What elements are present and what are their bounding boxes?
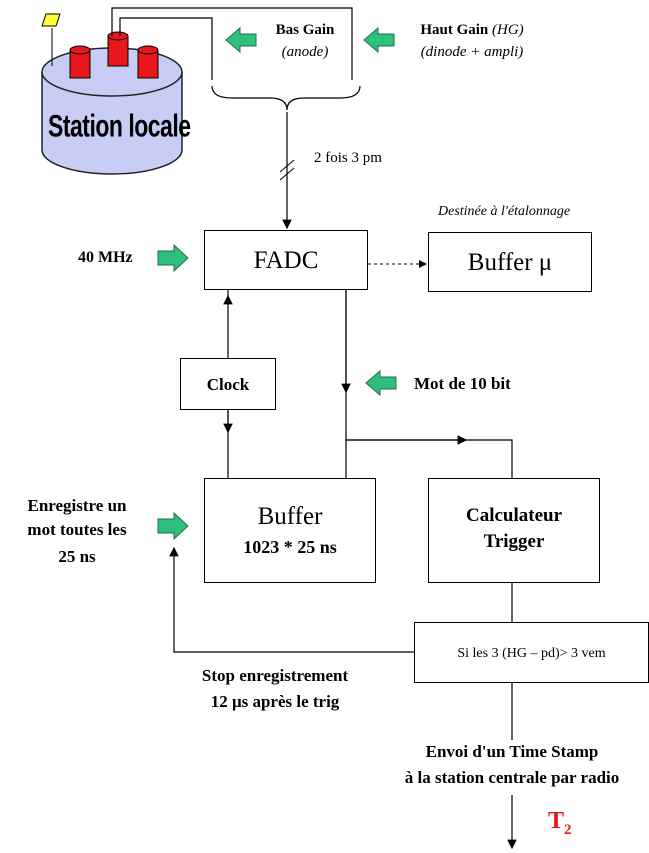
condition-box: Si les 3 (HG – pd)> 3 vem [414, 622, 649, 683]
fadc-box: FADC [204, 230, 368, 290]
condition-label: Si les 3 (HG – pd)> 3 vem [457, 646, 606, 661]
clock-box: Clock [180, 358, 276, 410]
buffer-sub: 1023 * 25 ns [243, 537, 337, 557]
input-brace [211, 85, 361, 111]
buffer-label: Buffer [257, 503, 323, 530]
high-gain-green-arrow-icon [363, 26, 395, 54]
buffer-box: Buffer 1023 * 25 ns [204, 478, 376, 583]
low-gain-sub: (anode) [281, 44, 329, 60]
output-label-sub: 2 [564, 821, 572, 838]
output-label: T2 [548, 808, 572, 839]
word-green-arrow-icon [365, 369, 397, 397]
high-gain-title-bold: Haut Gain [420, 22, 489, 38]
station-wires [111, 7, 353, 80]
stop-note-1: Stop enregistrement [201, 666, 349, 685]
clock-in-green-arrow-icon [157, 243, 189, 273]
flag-icon [41, 13, 61, 27]
low-gain-green-arrow-icon [225, 26, 257, 54]
branch-to-trigger [346, 439, 513, 478]
record-note-2: mot toutes les [27, 520, 127, 539]
link-label: 2 fois 3 pm [314, 150, 382, 166]
trigger-line1: Calculateur [465, 505, 563, 526]
bus-slash-icon [279, 159, 295, 173]
clock-label: Clock [206, 375, 250, 394]
pmt-left [69, 45, 91, 79]
record-note-3: 25 ns [58, 547, 96, 566]
green-arrows [157, 26, 397, 541]
record-note-1: Enregistre un [27, 496, 127, 515]
send-note-2: à la station centrale par radio [404, 768, 620, 787]
send-note-1: Envoi d'un Time Stamp [425, 742, 599, 761]
high-gain-sub: (dinode + ampli) [420, 44, 524, 60]
buffer-mu-note: Destinée à l'étalonnage [438, 204, 571, 219]
buffer-mu-label: Buffer μ [467, 249, 553, 276]
trigger-line2: Trigger [483, 531, 545, 552]
station-cylinder [41, 13, 183, 175]
stop-note-2: 12 μs après le trig [210, 692, 340, 711]
bus-slash-icon-2 [279, 167, 295, 181]
high-gain-title: Haut Gain (HG) [396, 22, 548, 39]
high-gain-title-ital: (HG) [492, 22, 524, 38]
output-label-main: T [548, 808, 565, 834]
low-gain-title: Bas Gain [275, 22, 335, 38]
pmt-center [107, 31, 129, 67]
record-green-arrow-icon [157, 511, 189, 541]
buffer-mu-box: Buffer μ [428, 232, 592, 292]
stop-feedback-line [169, 546, 414, 653]
trigger-box: Calculateur Trigger [428, 478, 600, 583]
pmt-right [137, 45, 159, 79]
station-label: Station locale [48, 108, 191, 144]
clock-input-label: 40 MHz [78, 249, 133, 266]
word-label: Mot de 10 bit [414, 374, 511, 393]
fadc-label: FADC [253, 247, 319, 274]
